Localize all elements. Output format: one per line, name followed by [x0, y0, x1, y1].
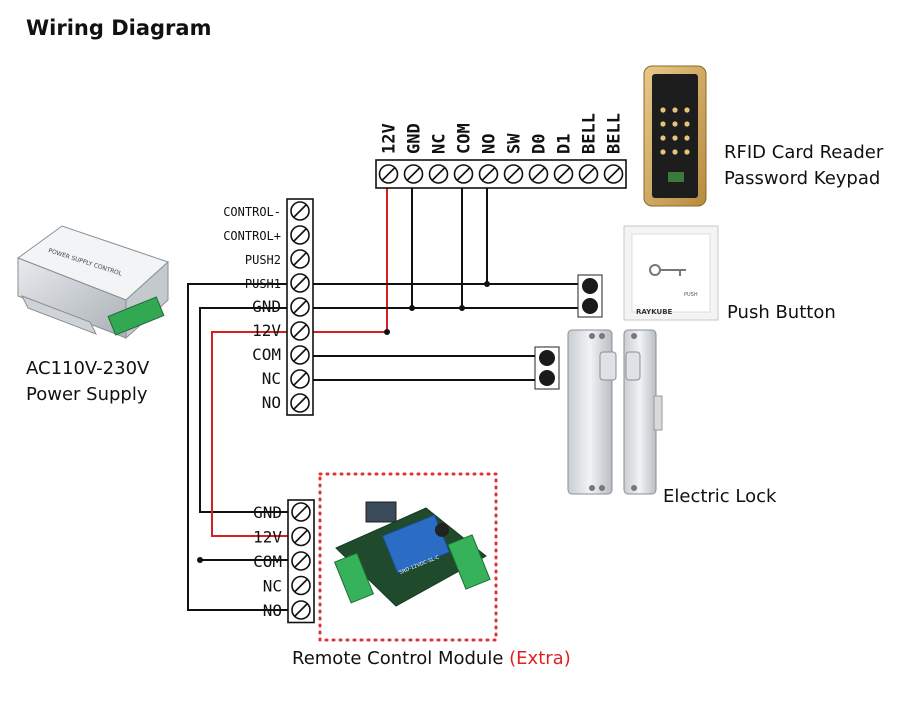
- remote-module-board-image: SRD-12VDC-SL-C: [333, 501, 491, 607]
- junction-dot: [197, 557, 203, 563]
- push-button-text: PUSH: [684, 292, 698, 298]
- wire-12v-to-remote-12v: [211, 331, 288, 537]
- push-button-label: Push Button: [727, 302, 836, 323]
- remote-module-label-extra: (Extra): [509, 648, 571, 669]
- reader-terminal-label: GND: [405, 123, 425, 154]
- lock-connector: [534, 346, 560, 390]
- keypad-key: [684, 107, 690, 113]
- reader-terminal-label: 12V: [380, 123, 400, 154]
- keypad-key: [684, 121, 690, 127]
- junction-dot: [409, 305, 415, 311]
- power-supply-label-line2: Power Supply: [26, 384, 148, 405]
- rfid-reader-image: [643, 65, 707, 207]
- wire-push1-to-remote-no: [187, 283, 288, 611]
- power-supply-label: AC110V-230V Power Supply: [26, 356, 149, 408]
- keypad-key: [672, 135, 678, 141]
- remote-module-label: Remote Control Module (Extra): [292, 646, 571, 672]
- keypad-key: [684, 149, 690, 155]
- reader-terminal-label: NC: [430, 134, 450, 154]
- controller-terminal-label: NO: [262, 393, 281, 412]
- controller-terminal-label: CONTROL+: [223, 229, 281, 243]
- reader-terminal-label: NO: [480, 134, 500, 154]
- rfid-reader-label-line2: Password Keypad: [724, 168, 881, 189]
- remote-terminal-label: COM: [253, 552, 282, 571]
- wire-reader-12v: [313, 188, 388, 333]
- push-button-brand: RAYKUBE: [636, 308, 673, 316]
- keypad-key: [684, 135, 690, 141]
- power-supply-label-line1: AC110V-230V: [26, 358, 150, 379]
- push-button-image: PUSH RAYKUBE: [623, 225, 719, 321]
- rfid-reader-label: RFID Card Reader Password Keypad: [724, 140, 883, 192]
- junction-dot: [384, 329, 390, 335]
- remote-terminal-block: GND 12V COM NC NO: [253, 499, 315, 624]
- page-title: Wiring Diagram: [26, 16, 212, 40]
- keypad-key: [672, 149, 678, 155]
- keypad-key: [672, 107, 678, 113]
- controller-terminal-label: CONTROL-: [223, 205, 281, 219]
- controller-terminal-label: COM: [252, 345, 281, 364]
- power-supply-image: POWER SUPPLY CONTROL: [16, 225, 169, 340]
- controller-terminal-label: NC: [262, 369, 281, 388]
- controller-terminal-label: PUSH1: [245, 277, 281, 291]
- reader-terminal-label: D1: [555, 134, 575, 154]
- reader-terminal-label: COM: [455, 123, 475, 154]
- junction-dot: [484, 281, 490, 287]
- rfid-reader-label-line1: RFID Card Reader: [724, 142, 884, 163]
- reader-terminal-label: BELL: [580, 113, 600, 154]
- controller-terminal-label: GND: [252, 297, 281, 316]
- remote-terminal-label: GND: [253, 503, 282, 522]
- remote-terminal-label: NO: [263, 601, 282, 620]
- reader-terminal-label: D0: [530, 134, 550, 154]
- keypad-key: [660, 135, 666, 141]
- wires: [187, 188, 578, 611]
- reader-terminal-label: BELL: [605, 113, 625, 154]
- remote-terminal-label: 12V: [253, 528, 282, 547]
- junction-dot: [459, 305, 465, 311]
- controller-terminal-label: PUSH2: [245, 253, 281, 267]
- keypad-key: [660, 107, 666, 113]
- remote-module-label-text: Remote Control Module: [292, 648, 504, 669]
- electric-lock-label: Electric Lock: [663, 486, 777, 507]
- keypad-key: [660, 121, 666, 127]
- electric-lock-image: [567, 329, 663, 495]
- reader-terminal-label: SW: [505, 133, 525, 154]
- controller-terminal-label: 12V: [252, 321, 281, 340]
- keypad-key: [672, 121, 678, 127]
- remote-module-border: [318, 472, 498, 642]
- keypad-key: [660, 149, 666, 155]
- push-button-connector: [577, 274, 603, 318]
- wire-gnd-to-remote-gnd: [199, 307, 288, 513]
- remote-terminal-label: NC: [263, 577, 282, 596]
